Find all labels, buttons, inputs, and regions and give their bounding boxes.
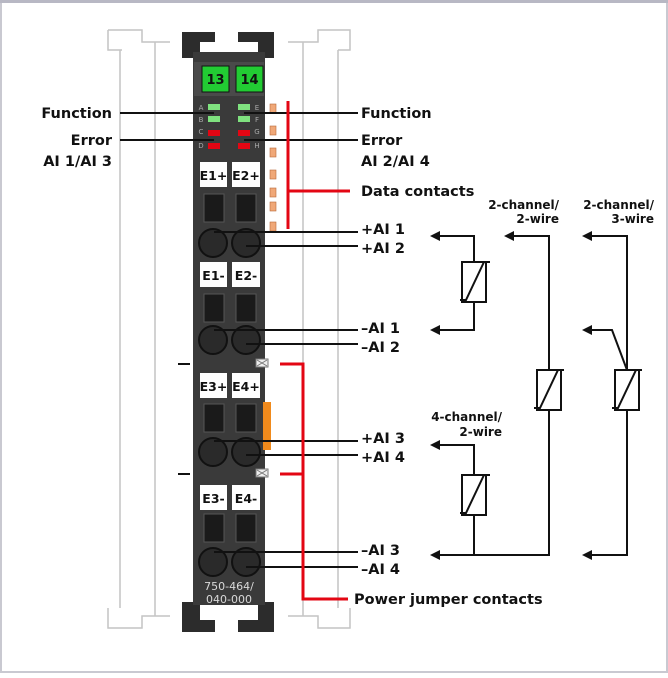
led-letter-b: B: [199, 116, 204, 124]
power-jumper-label: Power jumper contacts: [354, 592, 543, 608]
release-slot-4: [235, 293, 257, 323]
release-slot-1: [203, 193, 225, 223]
ai4-neg-label: –AI 4: [361, 562, 400, 578]
terminal-label-e4-neg: E4-: [235, 491, 257, 506]
terminal-label-e3-pos-bg: [200, 373, 227, 398]
frame-top-bar: [0, 0, 668, 3]
ai3-neg-label: –AI 3: [361, 543, 400, 559]
led-function-1: [208, 104, 220, 110]
upper-two-wire-circuit: [430, 231, 490, 335]
conductor-entry-1: [198, 228, 228, 258]
conductor-entry-4: [231, 325, 261, 355]
left-function-label: Function: [41, 106, 112, 122]
terminal-label-e3-neg-bg: [200, 485, 227, 510]
terminal-label-e4-neg-bg: [232, 485, 260, 510]
data-contact-pins: [269, 103, 277, 232]
terminal-label-e2-neg-bg: [232, 262, 260, 287]
ai4-pos-label: +AI 4: [361, 450, 405, 466]
two-channel-three-wire-circuit: [582, 231, 642, 560]
two-ch-three-wire-line1: 2-channel/: [583, 198, 654, 212]
ai2-neg-label: –AI 2: [361, 340, 400, 356]
top-clamp: [182, 32, 274, 58]
ai2-pos-label: +AI 2: [361, 241, 405, 257]
conductor-entry-7: [198, 547, 228, 577]
conductor-entry-6: [231, 437, 261, 467]
right-channels-label: AI 2/AI 4: [361, 154, 430, 170]
two-ch-three-wire-line2: 3-wire: [611, 212, 654, 226]
power-jumper-x-2: [256, 469, 268, 477]
header-badge-14: [235, 65, 264, 93]
power-jumper-x-1: [256, 359, 268, 367]
led-error-3: [208, 143, 220, 149]
led-letter-h: H: [254, 142, 259, 150]
data-contacts-label: Data contacts: [361, 184, 474, 200]
four-ch-two-wire-line2: 2-wire: [459, 425, 502, 439]
release-slot-5: [203, 403, 225, 433]
left-channels-label: AI 1/AI 3: [43, 154, 112, 170]
terminal-label-e2-pos: E2+: [232, 168, 260, 183]
ai3-pos-label: +AI 3: [361, 431, 405, 447]
header-badge-13: [201, 65, 230, 93]
release-slot-7: [203, 513, 225, 543]
led-letter-d: D: [198, 142, 203, 150]
led-letter-g: G: [254, 128, 259, 136]
led-error-4: [238, 143, 250, 149]
terminal-label-e4-pos-bg: [232, 373, 260, 398]
conductor-entry-2: [231, 228, 261, 258]
release-slot-2: [235, 193, 257, 223]
two-ch-two-wire-line2: 2-wire: [516, 212, 559, 226]
four-ch-two-wire-line1: 4-channel/: [431, 410, 502, 424]
part-number-line1: 750-464/: [204, 580, 254, 593]
power-jumper-bracket: [280, 362, 348, 601]
part-number-line2: 040-000: [206, 593, 252, 606]
terminal-label-e1-neg-bg: [200, 262, 227, 287]
led-letter-c: C: [199, 128, 204, 136]
four-channel-two-wire-circuit: [430, 440, 490, 560]
terminal-label-e3-pos: E3+: [200, 379, 228, 394]
two-ch-two-wire-line1: 2-channel/: [488, 198, 559, 212]
ai1-neg-label: –AI 1: [361, 321, 400, 337]
terminal-label-e2-pos-bg: [232, 162, 260, 187]
ai1-pos-label: +AI 1: [361, 222, 405, 238]
orange-power-contact: [263, 402, 271, 450]
right-error-label: Error: [361, 133, 403, 149]
release-slot-3: [203, 293, 225, 323]
led-letter-f: F: [255, 116, 259, 124]
terminal-label-e1-pos: E1+: [200, 168, 228, 183]
terminal-label-e1-neg: E1-: [202, 268, 224, 283]
bottom-clamp: [182, 602, 274, 632]
led-function-3: [208, 116, 220, 122]
conductor-entry-8: [231, 547, 261, 577]
release-slot-6: [235, 403, 257, 433]
led-letter-a: A: [199, 104, 204, 112]
terminal-label-e3-neg: E3-: [202, 491, 224, 506]
conductor-entry-3: [198, 325, 228, 355]
led-letter-e: E: [255, 104, 259, 112]
led-function-4: [238, 116, 250, 122]
led-error-1: [208, 130, 220, 136]
release-slot-8: [235, 513, 257, 543]
left-error-label: Error: [71, 133, 113, 149]
right-function-label: Function: [361, 106, 432, 122]
terminal-label-e4-pos: E4+: [232, 379, 260, 394]
data-contacts-bracket: [286, 101, 350, 229]
header-number-14: 14: [240, 73, 258, 88]
led-function-2: [238, 104, 250, 110]
two-channel-two-wire-circuit: [432, 231, 564, 556]
header-number-13: 13: [206, 73, 224, 88]
terminal-label-e1-pos-bg: [200, 162, 227, 187]
led-error-2: [238, 130, 250, 136]
conductor-entry-5: [198, 437, 228, 467]
terminal-label-e2-neg: E2-: [235, 268, 257, 283]
